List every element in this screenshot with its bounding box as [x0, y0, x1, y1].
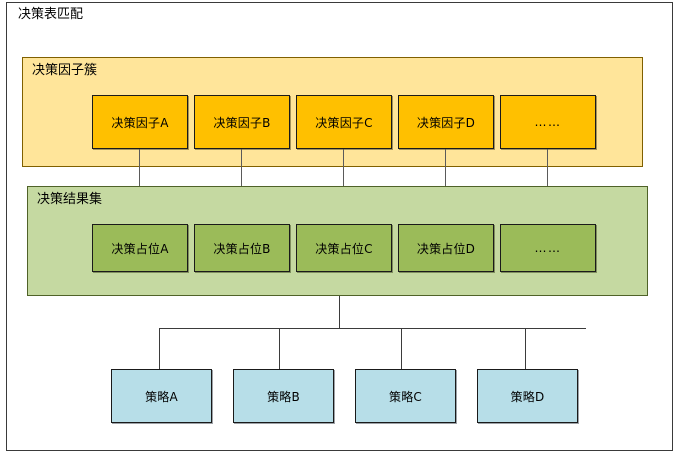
factor-node-a[interactable]: 决策因子A: [92, 95, 188, 149]
slot-node-a-label: 决策占位A: [111, 241, 169, 256]
strategy-node-d[interactable]: 策略D: [477, 369, 578, 423]
factor-node-b[interactable]: 决策因子B: [194, 95, 290, 149]
factor-node-d-label: 决策因子D: [416, 115, 476, 130]
result-set-title: 决策结果集: [37, 192, 103, 207]
factor-node-c[interactable]: 决策因子C: [296, 95, 392, 149]
strategy-node-c-label: 策略C: [389, 389, 422, 404]
slot-node-c[interactable]: 决策占位C: [296, 224, 392, 272]
factor-node-b-label: 决策因子B: [213, 115, 271, 130]
factor-node-more[interactable]: ……: [500, 95, 596, 149]
slot-node-b[interactable]: 决策占位B: [194, 224, 290, 272]
slot-node-more-label: ……: [534, 241, 562, 255]
connector-bus-to-strategy-a: [159, 328, 160, 369]
factor-node-d[interactable]: 决策因子D: [398, 95, 494, 149]
connector-bus-to-strategy-b: [279, 328, 280, 369]
strategy-node-a[interactable]: 策略A: [111, 369, 212, 423]
strategy-node-d-label: 策略D: [510, 389, 545, 404]
factor-node-c-label: 决策因子C: [315, 115, 373, 130]
factor-node-a-label: 决策因子A: [111, 115, 169, 130]
factor-node-more-label: ……: [534, 115, 562, 129]
strategy-node-a-label: 策略A: [145, 389, 178, 404]
strategy-node-c[interactable]: 策略C: [355, 369, 456, 423]
slot-node-a[interactable]: 决策占位A: [92, 224, 188, 272]
strategy-node-b[interactable]: 策略B: [233, 369, 334, 423]
slot-node-d[interactable]: 决策占位D: [398, 224, 494, 272]
slot-node-c-label: 决策占位C: [315, 241, 373, 256]
connector-bus-to-strategy-d: [525, 328, 526, 369]
factor-cluster-title: 决策因子簇: [32, 63, 98, 78]
connector-resultset-trunk: [339, 296, 340, 328]
slot-node-d-label: 决策占位D: [416, 241, 476, 256]
strategy-node-b-label: 策略B: [267, 389, 300, 404]
slot-node-more[interactable]: ……: [500, 224, 596, 272]
connector-strategy-bus: [159, 328, 586, 329]
connector-bus-to-strategy-c: [401, 328, 402, 369]
page-title: 决策表匹配: [18, 7, 84, 22]
slot-node-b-label: 决策占位B: [213, 241, 271, 256]
